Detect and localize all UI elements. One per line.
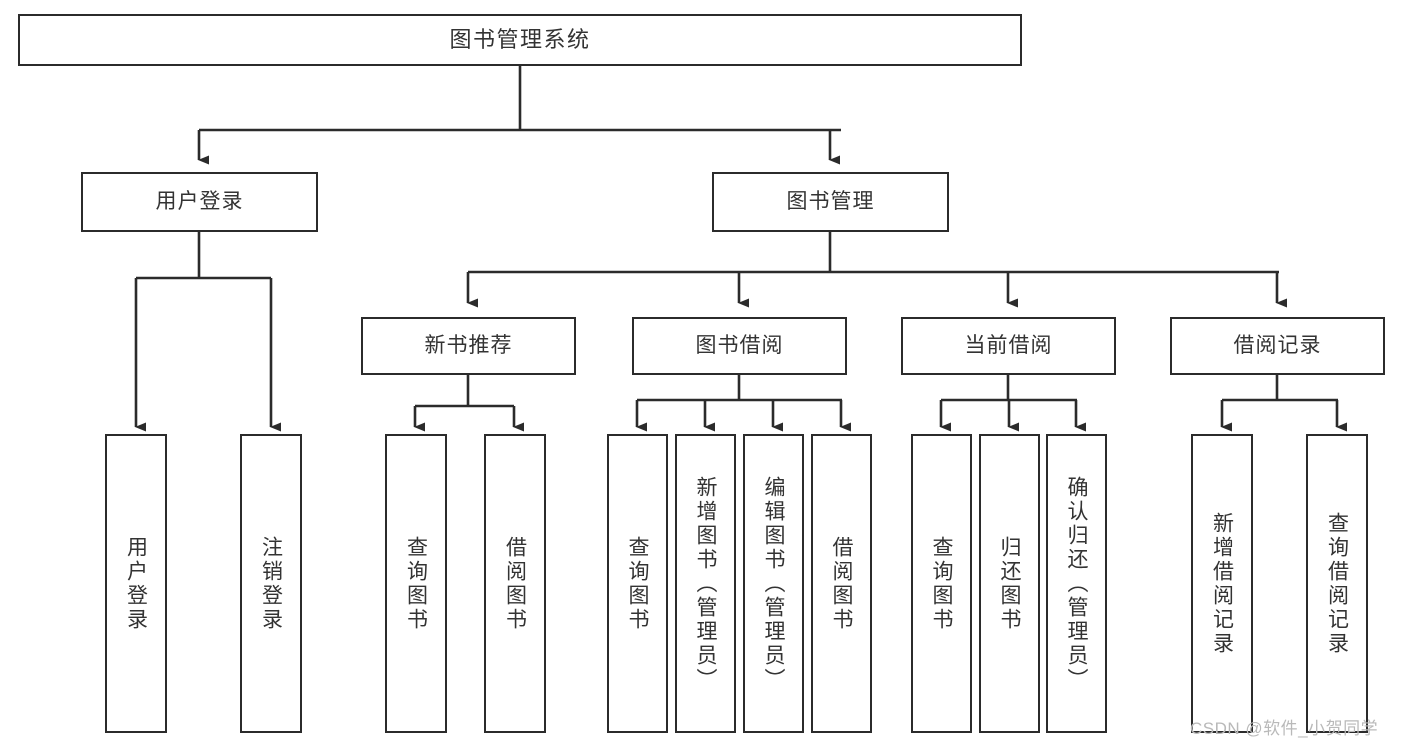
node-user-login-label: 用户登录 xyxy=(155,189,244,213)
node-leaf-query-record-label: 查询借阅记录 xyxy=(1325,511,1349,656)
node-leaf-query-book-1[interactable]: 查询图书 xyxy=(385,434,447,733)
node-leaf-return-book-label: 归还图书 xyxy=(998,535,1021,632)
node-leaf-logout[interactable]: 注销登录 xyxy=(240,434,302,733)
node-root-system-label: 图书管理系统 xyxy=(449,27,591,53)
node-leaf-query-book-2[interactable]: 查询图书 xyxy=(607,434,668,733)
node-leaf-return-book[interactable]: 归还图书 xyxy=(979,434,1040,733)
node-root-system[interactable]: 图书管理系统 xyxy=(18,14,1022,66)
node-leaf-borrow-book-1-label: 借阅图书 xyxy=(503,535,527,632)
node-leaf-borrow-book-2[interactable]: 借阅图书 xyxy=(811,434,872,733)
node-leaf-add-book-label: 新增图书（管理员） xyxy=(694,475,717,692)
node-user-login[interactable]: 用户登录 xyxy=(81,172,318,232)
node-book-borrow[interactable]: 图书借阅 xyxy=(632,317,847,375)
node-leaf-borrow-book-2-label: 借阅图书 xyxy=(830,535,853,632)
node-current-borrow[interactable]: 当前借阅 xyxy=(901,317,1116,375)
node-leaf-add-record[interactable]: 新增借阅记录 xyxy=(1191,434,1253,733)
node-borrow-record-label: 借阅记录 xyxy=(1233,333,1322,357)
node-leaf-borrow-book-1[interactable]: 借阅图书 xyxy=(484,434,546,733)
node-new-book-recommend[interactable]: 新书推荐 xyxy=(361,317,576,375)
node-leaf-edit-book-label: 编辑图书（管理员） xyxy=(762,475,785,692)
node-leaf-query-record[interactable]: 查询借阅记录 xyxy=(1306,434,1368,733)
node-leaf-confirm-return-label: 确认归还（管理员） xyxy=(1065,475,1088,692)
node-leaf-edit-book[interactable]: 编辑图书（管理员） xyxy=(743,434,804,733)
csdn-watermark: CSDN @软件_小贺同学 xyxy=(1190,719,1379,738)
node-leaf-user-login[interactable]: 用户登录 xyxy=(105,434,167,733)
node-book-manage[interactable]: 图书管理 xyxy=(712,172,949,232)
node-leaf-add-book[interactable]: 新增图书（管理员） xyxy=(675,434,736,733)
node-leaf-user-login-label: 用户登录 xyxy=(124,535,148,632)
node-leaf-query-book-2-label: 查询图书 xyxy=(626,535,649,632)
node-leaf-logout-label: 注销登录 xyxy=(259,535,283,632)
node-leaf-query-book-3-label: 查询图书 xyxy=(930,535,953,632)
node-new-book-recommend-label: 新书推荐 xyxy=(424,333,513,357)
node-leaf-query-book-3[interactable]: 查询图书 xyxy=(911,434,972,733)
node-current-borrow-label: 当前借阅 xyxy=(964,333,1053,357)
node-leaf-confirm-return[interactable]: 确认归还（管理员） xyxy=(1046,434,1107,733)
node-borrow-record[interactable]: 借阅记录 xyxy=(1170,317,1385,375)
node-book-manage-label: 图书管理 xyxy=(786,189,875,213)
node-leaf-add-record-label: 新增借阅记录 xyxy=(1210,511,1234,656)
node-leaf-query-book-1-label: 查询图书 xyxy=(404,535,428,632)
node-book-borrow-label: 图书借阅 xyxy=(695,333,784,357)
